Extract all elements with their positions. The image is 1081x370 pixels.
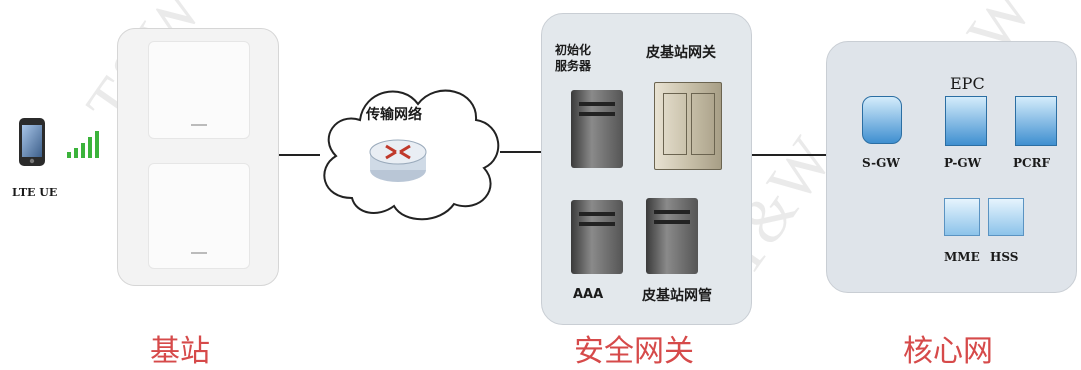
femto-gateway-label: 皮基站网关 bbox=[646, 45, 716, 61]
core-network-section-label: 核心网 bbox=[903, 334, 993, 369]
phone-icon bbox=[19, 118, 45, 166]
server-bay bbox=[691, 93, 715, 155]
base-station-unit bbox=[148, 163, 250, 269]
base-station-unit bbox=[148, 41, 250, 139]
femto-mgmt-label: 皮基站网管 bbox=[642, 288, 712, 304]
unit-led bbox=[191, 124, 207, 126]
aaa-server-icon bbox=[571, 200, 623, 274]
pcrf-icon bbox=[1015, 96, 1057, 146]
init-server-label: 初始化 服务器 bbox=[555, 43, 592, 73]
hss-icon bbox=[988, 198, 1024, 236]
server-bay bbox=[579, 222, 615, 226]
server-bay bbox=[579, 102, 615, 106]
core-network-panel bbox=[826, 41, 1077, 293]
unit-led bbox=[191, 252, 207, 254]
hss-label: HSS bbox=[990, 250, 1019, 264]
mme-label: MME bbox=[944, 250, 980, 264]
femto-mgmt-icon bbox=[646, 198, 698, 274]
mme-icon bbox=[944, 198, 980, 236]
security-gateway-section-label: 安全网关 bbox=[574, 334, 694, 369]
server-bay bbox=[663, 93, 687, 155]
pcrf-label: PCRF bbox=[1013, 156, 1051, 170]
sgw-icon bbox=[862, 96, 902, 144]
femto-gateway-icon bbox=[654, 82, 722, 170]
device-label: LTE UE bbox=[12, 186, 58, 199]
sgw-label: S-GW bbox=[862, 156, 900, 170]
epc-label: EPC bbox=[950, 74, 985, 93]
cloud-label: 传输网络 bbox=[366, 107, 422, 123]
base-station-section-label: 基站 bbox=[150, 334, 210, 369]
server-bay bbox=[654, 220, 690, 224]
router-icon bbox=[369, 139, 427, 182]
signal-bars-icon bbox=[67, 131, 99, 158]
server-bay bbox=[579, 212, 615, 216]
aaa-label: AAA bbox=[573, 287, 604, 302]
pgw-label: P-GW bbox=[944, 156, 982, 170]
init-server-icon bbox=[571, 90, 623, 168]
server-bay bbox=[579, 112, 615, 116]
base-station-panel bbox=[117, 28, 279, 286]
server-bay bbox=[654, 210, 690, 214]
pgw-icon bbox=[945, 96, 987, 146]
